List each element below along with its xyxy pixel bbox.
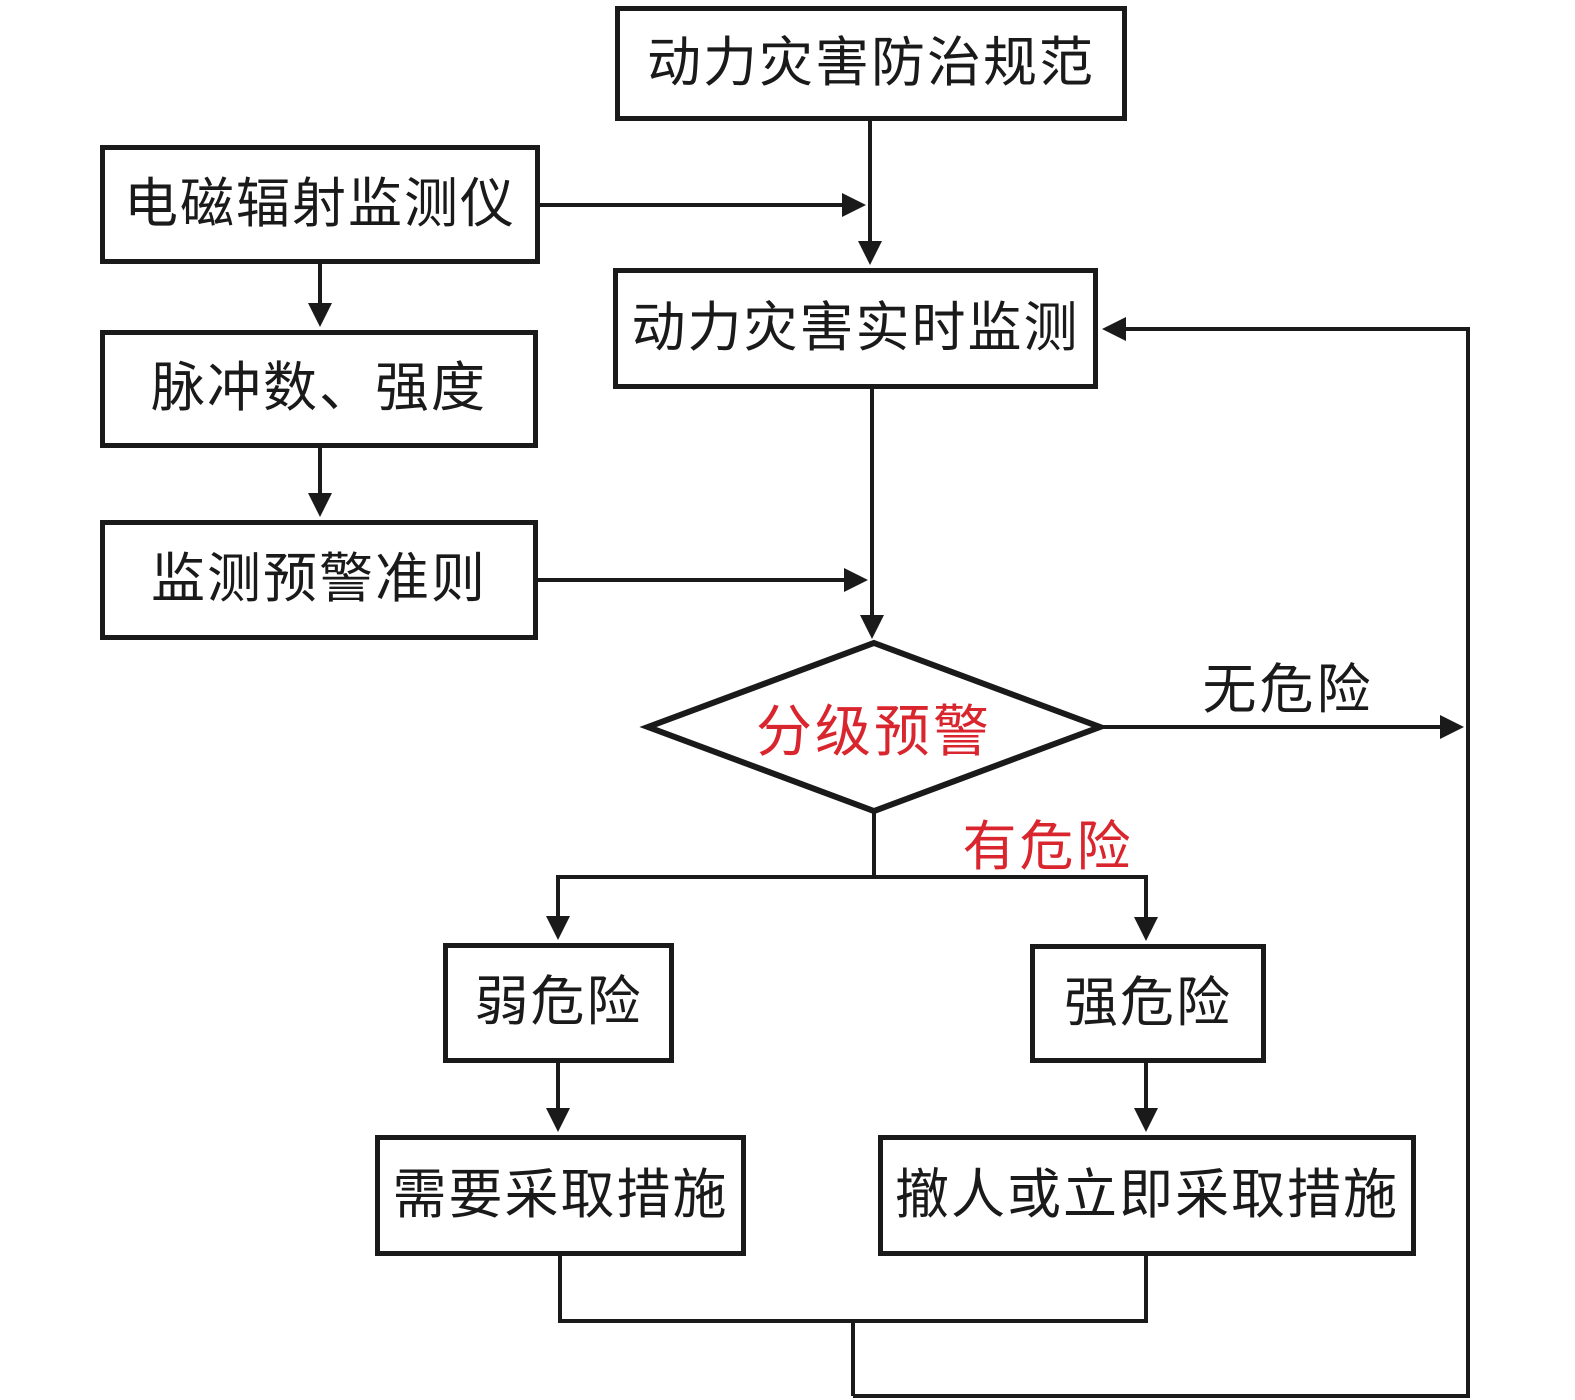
node-strong-danger: 强危险 bbox=[1030, 944, 1266, 1063]
node-graded-warning-decision: 分级预警 bbox=[648, 643, 1100, 811]
node-em-radiation-monitor: 电磁辐射监测仪 bbox=[100, 145, 540, 264]
node-label: 动力灾害实时监测 bbox=[631, 297, 1080, 358]
edge-label-danger: 有危险 bbox=[948, 802, 1148, 881]
node-label: 脉冲数、强度 bbox=[151, 358, 487, 419]
node-label: 撤人或立即采取措施 bbox=[895, 1164, 1399, 1225]
node-label: 需要采取措施 bbox=[392, 1164, 729, 1225]
node-disaster-prevention-spec: 动力灾害防治规范 bbox=[615, 6, 1127, 121]
node-label: 分级预警 bbox=[756, 701, 992, 764]
node-realtime-monitoring: 动力灾害实时监测 bbox=[613, 268, 1098, 389]
edge-label-no-danger: 无危险 bbox=[1188, 645, 1388, 724]
node-label: 强危险 bbox=[1064, 972, 1232, 1033]
node-weak-danger: 弱危险 bbox=[443, 943, 674, 1063]
node-pulse-count-intensity: 脉冲数、强度 bbox=[100, 330, 538, 448]
edge-label-text: 有危险 bbox=[962, 817, 1134, 877]
edge-label-text: 无危险 bbox=[1202, 660, 1374, 720]
node-warning-criteria: 监测预警准则 bbox=[100, 520, 538, 640]
node-label: 弱危险 bbox=[474, 972, 643, 1033]
node-evacuate-or-immediate-measures: 撤人或立即采取措施 bbox=[878, 1135, 1416, 1256]
node-label: 动力灾害防治规范 bbox=[647, 32, 1095, 93]
node-label: 监测预警准则 bbox=[151, 549, 487, 610]
node-label: 电磁辐射监测仪 bbox=[124, 173, 516, 234]
node-take-measures: 需要采取措施 bbox=[375, 1135, 746, 1256]
